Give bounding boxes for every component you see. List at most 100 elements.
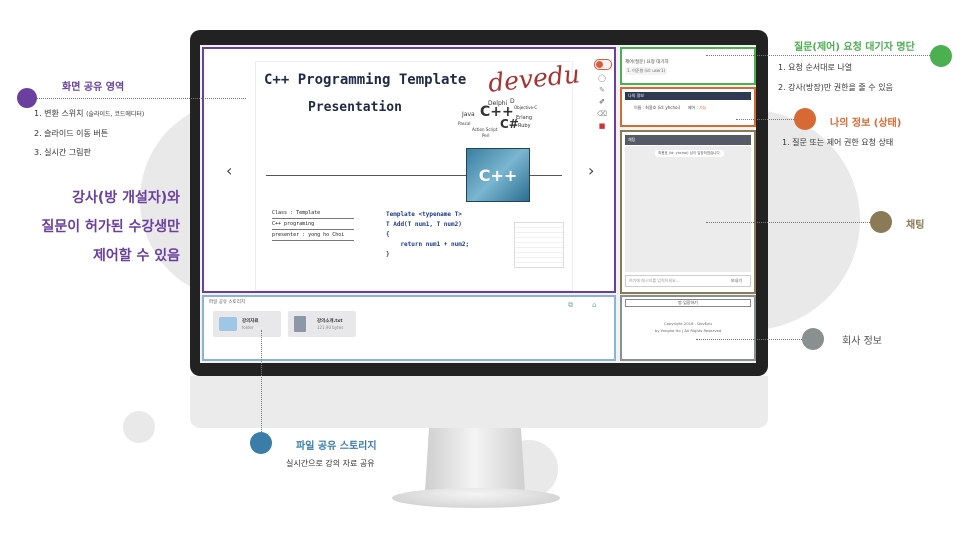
chat-marker — [870, 211, 892, 233]
mode-toggle-switch[interactable] — [594, 59, 612, 70]
home-icon[interactable]: ⌂ — [592, 301, 597, 309]
connector-line — [706, 55, 930, 56]
chat-header: 채팅 — [625, 135, 751, 145]
my-info-row: 이름 : 최용호 (id: yhchoi) 제어 : 가능 — [634, 105, 706, 111]
code-line: { — [386, 231, 390, 238]
name-label: 이름 : — [634, 105, 644, 110]
brush-tool-icon[interactable]: ✐ — [599, 98, 605, 106]
info-row: presenter : yong ho Choi — [272, 230, 354, 241]
chat-messages: 최용호 (id: yhchoi) 님이 입장하였습니다. — [625, 146, 751, 272]
cloud-word: D — [510, 98, 515, 105]
cloud-word: Ruby — [518, 123, 531, 129]
copyright-text: Copyright 2016 - DevEdu — [664, 321, 712, 326]
cloud-word: C++ — [480, 104, 514, 120]
info-row: Class : Template — [272, 208, 354, 219]
status-value: 가능 — [699, 105, 707, 110]
annotation-title: 채팅 — [906, 220, 925, 231]
code-line: return num1 + num2; — [386, 241, 470, 248]
my-info-header: 나의 정보 — [625, 92, 751, 100]
connector-line — [37, 98, 246, 99]
file-name: 강의소개.txt — [317, 319, 343, 324]
annotation-line: 실시간으로 강의 자료 공유 — [286, 459, 375, 468]
file-item[interactable]: 강의자료 folder — [213, 311, 281, 337]
permission-line: 질문이 허가된 수강생만 — [41, 219, 180, 235]
queue-item[interactable]: 1. 이준형 (id: user1) — [625, 67, 668, 75]
company-marker — [802, 328, 824, 350]
screen-share-marker — [17, 88, 37, 108]
annotation-title: 나의 정보 (상태) — [830, 118, 902, 129]
prev-slide-button[interactable]: ‹ — [226, 161, 233, 180]
screen-share-area: ‹ › C++ Programming Template Presentatio… — [202, 47, 616, 293]
name-value: 최용호 (id: yhchoi) — [645, 105, 681, 110]
chat-input-placeholder: 여기에 메시지를 입력하세요... — [629, 278, 680, 283]
handwriting-annotation: devedu — [486, 59, 582, 98]
language-word-cloud: C++ Java Delphi Objective-C Pascal Erlan… — [452, 96, 552, 140]
cloud-word: Action Script — [472, 127, 498, 132]
cloud-word: C# — [500, 117, 519, 131]
chat-panel: 채팅 최용호 (id: yhchoi) 님이 입장하였습니다. 여기에 메시지를… — [620, 130, 756, 294]
code-line: } — [386, 251, 390, 258]
status-label: 제어 : — [687, 105, 698, 110]
credit-text: by Yongho Ho | All Rights Reserved — [654, 328, 722, 333]
connector-line — [736, 119, 794, 120]
annotation-title: 회사 정보 — [842, 336, 882, 347]
my-info-marker — [794, 108, 816, 130]
chat-message: 최용호 (id: yhchoi) 님이 입장하였습니다. — [655, 150, 724, 157]
file-meta: folder — [242, 325, 254, 330]
connector-line — [706, 222, 870, 223]
circle-tool-icon[interactable]: ◯ — [598, 74, 606, 82]
document-icon — [294, 316, 306, 332]
cloud-word: Java — [462, 111, 475, 118]
color-tool-icon[interactable]: ■ — [598, 122, 606, 130]
cloud-word: Delphi — [488, 100, 508, 107]
company-info-panel: 방 입장하기 Copyright 2016 - DevEdu by Yongho… — [620, 295, 756, 361]
monitor-chin — [190, 376, 768, 428]
cloud-word: Perl — [482, 133, 490, 138]
code-diagram-image — [514, 222, 564, 268]
cloud-word: Objective-C — [514, 105, 538, 110]
file-share-storage: 파일 공유 스토리지 ⧉ ⌂ 강의자료 folder 강의소개.txt 121.… — [202, 295, 616, 361]
slide-info-table: Class : Template C++ programing presente… — [272, 208, 354, 241]
slide-code-block: Template <typename T>T Add(T num1, T num… — [386, 210, 469, 260]
slide-subtitle: Presentation — [308, 100, 402, 115]
pencil-tool-icon[interactable]: ✎ — [599, 86, 605, 94]
file-share-title: 파일 공유 스토리지 — [209, 300, 245, 305]
annotation-title: 파일 공유 스토리지 — [296, 441, 377, 452]
file-item[interactable]: 강의소개.txt 121.90 bytes — [288, 311, 356, 337]
queue-marker — [930, 45, 952, 67]
file-name: 강의자료 — [242, 319, 259, 324]
next-slide-button[interactable]: › — [588, 161, 595, 180]
chat-input[interactable]: 여기에 메시지를 입력하세요... 보내기 — [625, 275, 751, 287]
file-share-marker — [250, 432, 272, 454]
annotation-line: 2. 강사(방장)만 권한을 줄 수 있음 — [778, 83, 893, 92]
folder-icon — [219, 317, 237, 331]
permission-line: 강사(방 개설자)와 — [72, 190, 180, 206]
permission-line: 제어할 수 있음 — [92, 248, 180, 264]
chat-send-button[interactable]: 보내기 — [730, 278, 742, 283]
annotation-title: 화면 공유 영역 — [62, 82, 125, 93]
annotation-note: (슬라이드, 코드에디터) — [86, 111, 145, 118]
my-info-panel: 나의 정보 이름 : 최용호 (id: yhchoi) 제어 : 가능 — [620, 87, 756, 127]
monitor-stand — [425, 428, 525, 492]
annotation-line: 1. 요청 순서대로 나열 — [778, 63, 853, 72]
eraser-tool-icon[interactable]: ⌫ — [597, 110, 607, 118]
monitor-base — [392, 488, 560, 508]
code-line: T Add(T num1, T num2) — [386, 221, 462, 228]
drawing-toolbar: ◯ ✎ ✐ ⌫ ■ — [594, 59, 612, 130]
info-row: C++ programing — [272, 219, 354, 230]
annotation-line: 1. 변환 스위치 (슬라이드, 코드에디터) — [34, 108, 144, 119]
slide-divider — [266, 175, 562, 176]
slide-title: C++ Programming Template — [264, 72, 467, 88]
request-queue-panel: 제어(질문) 요청 대기자 1. 이준형 (id: user1) — [620, 47, 756, 85]
upload-icon[interactable]: ⧉ — [568, 301, 573, 309]
enter-room-button[interactable]: 방 입장하기 — [625, 299, 751, 307]
annotation-line: 2. 슬라이드 이동 버튼 — [34, 129, 109, 138]
file-meta: 121.90 bytes — [317, 325, 344, 330]
annotation-text: 1. 변환 스위치 — [34, 109, 84, 118]
permission-message: 강사(방 개설자)와 질문이 허가된 수강생만 제어할 수 있음 — [20, 184, 180, 271]
cpp-logo-image: C++ — [466, 148, 530, 202]
connector-line — [261, 330, 262, 434]
annotation-title: 질문(제어) 요청 대기자 명단 — [794, 42, 915, 53]
decorative-circle — [123, 411, 155, 443]
cloud-word: Pascal — [458, 121, 471, 126]
